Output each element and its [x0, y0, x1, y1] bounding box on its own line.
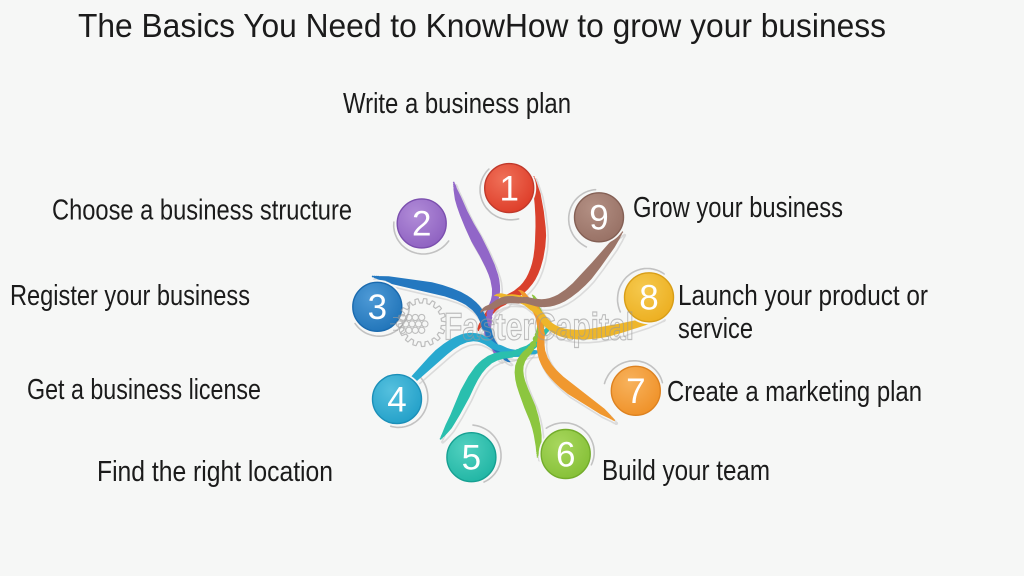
svg-text:3: 3 — [368, 288, 387, 327]
svg-text:Build your team: Build your team — [602, 455, 770, 487]
svg-text:Get a business license: Get a business license — [27, 374, 261, 406]
svg-text:FasterCapital: FasterCapital — [444, 307, 634, 349]
svg-text:Write a business plan: Write a business plan — [343, 88, 571, 120]
svg-text:9: 9 — [589, 199, 608, 238]
svg-text:Launch your product or: Launch your product or — [678, 280, 928, 312]
svg-text:1: 1 — [499, 169, 518, 208]
svg-text:6: 6 — [556, 435, 575, 474]
svg-text:Find the right location: Find the right location — [97, 456, 333, 488]
svg-text:Create a marketing plan: Create a marketing plan — [667, 376, 922, 408]
svg-text:service: service — [678, 313, 753, 345]
svg-text:7: 7 — [626, 372, 645, 411]
svg-text:2: 2 — [412, 205, 431, 244]
svg-text:The Basics You Need to KnowHow: The Basics You Need to KnowHow to grow y… — [78, 7, 886, 44]
svg-text:Grow your business: Grow your business — [633, 192, 843, 224]
svg-text:4: 4 — [387, 380, 406, 419]
svg-text:8: 8 — [639, 279, 658, 318]
svg-text:Choose a business structure: Choose a business structure — [52, 194, 352, 226]
svg-text:Register your business: Register your business — [10, 280, 250, 312]
svg-text:5: 5 — [462, 439, 481, 478]
